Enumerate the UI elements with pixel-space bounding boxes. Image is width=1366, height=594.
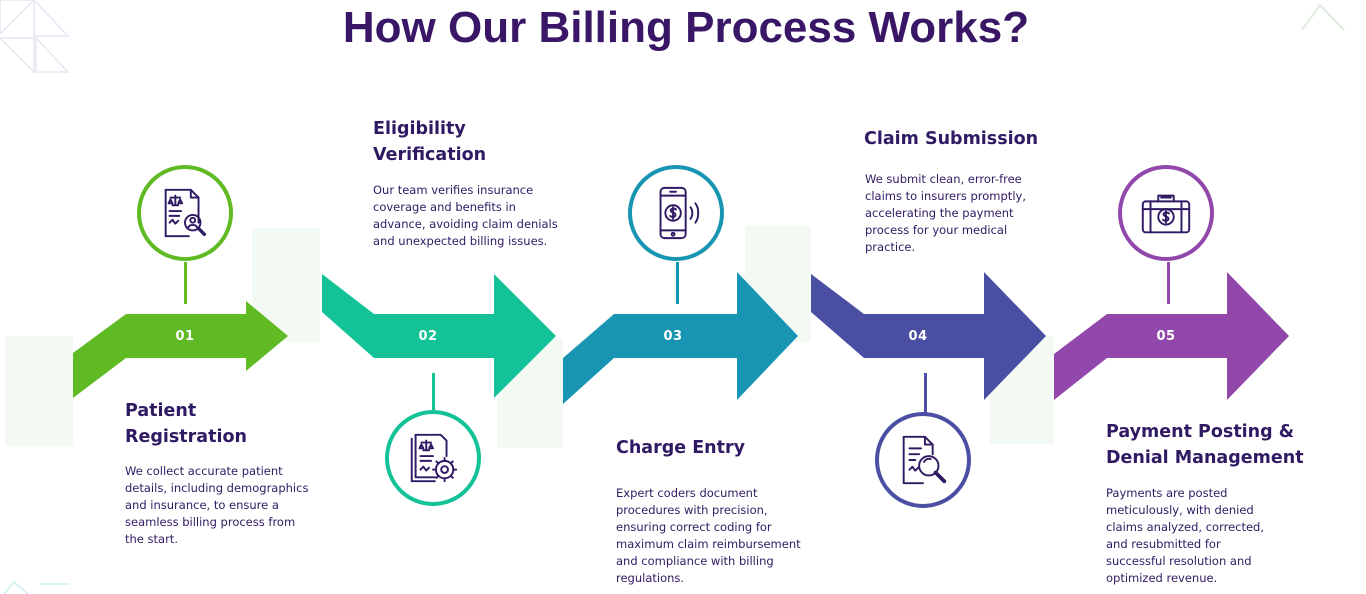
step-icon-circle-2 <box>385 410 481 506</box>
connector-line-4 <box>924 373 927 413</box>
step-heading-5: Payment Posting &Denial Management <box>1106 422 1304 468</box>
step-arrow-5 <box>1054 272 1289 400</box>
step-icon-circle-3 <box>628 165 724 261</box>
background-band <box>5 336 73 446</box>
mobile-payment-icon <box>659 186 700 240</box>
connector-line-2 <box>432 373 435 411</box>
step-arrow-4 <box>811 272 1046 400</box>
briefcase-dollar-icon <box>1141 194 1191 234</box>
step-number-2: 02 <box>418 329 438 344</box>
corner-zigzag-decoration <box>1301 3 1345 31</box>
connector-line-1 <box>184 262 187 304</box>
step-heading-3: Charge Entry <box>616 438 746 458</box>
step-icon-circle-1 <box>137 165 233 261</box>
connector-line-3 <box>676 262 679 304</box>
step-number-5: 05 <box>1156 329 1176 344</box>
document-gear-icon <box>410 433 458 483</box>
step-number-3: 03 <box>663 329 683 344</box>
step-icon-circle-4 <box>875 412 971 508</box>
document-user-search-icon <box>164 188 207 238</box>
connector-line-5 <box>1167 262 1170 304</box>
step-arrow-2 <box>322 274 556 398</box>
step-arrow-1 <box>73 301 288 398</box>
step-number-4: 04 <box>908 329 928 344</box>
corner-triangle-decoration <box>0 0 70 74</box>
step-heading-4: Claim Submission <box>864 129 1039 149</box>
corner-lines-decoration <box>3 580 70 594</box>
step-number-1: 01 <box>175 329 195 344</box>
document-magnifier-icon <box>902 435 947 485</box>
step-arrow-3 <box>563 272 798 404</box>
page-title: How Our Billing Process Works? <box>342 3 1030 52</box>
step-icon-circle-5 <box>1118 165 1214 261</box>
